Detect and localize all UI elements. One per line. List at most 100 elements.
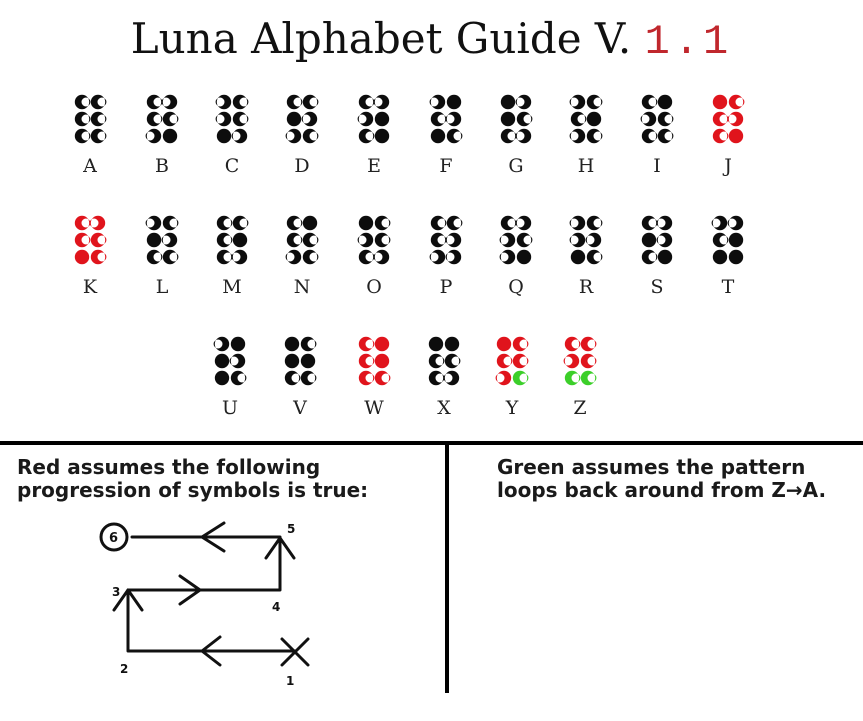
glyph-dot: [374, 215, 391, 231]
glyph-dot: [213, 336, 230, 352]
glyph-dot: [162, 111, 179, 127]
green-note: Green assumes the pattern loops back aro…: [497, 455, 827, 502]
glyph-x: [428, 336, 461, 386]
glyph-j: [712, 94, 745, 144]
glyph-dot: [284, 336, 300, 352]
glyph-dot: [162, 215, 179, 231]
title-text: Luna Alphabet Guide V.: [130, 14, 632, 63]
glyph-dot: [570, 249, 586, 265]
letter-label: N: [294, 276, 311, 298]
glyph-dot: [430, 215, 447, 231]
glyph-dot: [162, 249, 179, 265]
glyph-dot: [284, 353, 300, 369]
glyph-dot: [570, 111, 587, 127]
letter-label: M: [222, 276, 241, 298]
glyph-b: [145, 94, 179, 144]
glyph-dot: [285, 128, 302, 144]
glyph-k: [74, 215, 107, 265]
letter-label: U: [222, 397, 238, 419]
glyph-dot: [74, 249, 90, 265]
glyph-dot: [586, 128, 603, 144]
glyph-dot: [302, 215, 318, 231]
glyph-dot: [586, 111, 602, 127]
glyph-i: [640, 94, 674, 144]
letter-label: D: [294, 155, 309, 177]
letter-label: X: [437, 397, 451, 419]
glyph-dot: [146, 249, 163, 265]
horizontal-divider: [0, 441, 863, 445]
letter-label: T: [722, 276, 735, 298]
glyph-n: [285, 215, 319, 265]
letter-label: B: [155, 155, 169, 177]
glyph-dot: [74, 215, 91, 231]
glyph-dot: [496, 353, 513, 369]
letter-label: V: [292, 397, 307, 419]
glyph-dot: [90, 111, 107, 127]
glyph-dot: [515, 128, 532, 144]
glyph-dot: [641, 232, 657, 248]
glyph-dot: [286, 232, 303, 248]
glyph-dot: [445, 111, 462, 127]
glyph-dot: [216, 215, 233, 231]
glyph-dot: [728, 232, 744, 248]
glyph-p: [429, 215, 463, 265]
glyph-dot: [641, 128, 658, 144]
glyph-dot: [357, 111, 374, 127]
glyph-dot: [512, 336, 529, 352]
glyph-dot: [515, 215, 532, 231]
glyph-dot: [641, 249, 658, 265]
glyph-dot: [285, 249, 302, 265]
letter-label: K: [83, 276, 98, 298]
title-version: 1.1: [644, 18, 733, 66]
glyph-dot: [569, 215, 586, 231]
glyph-dot: [161, 94, 178, 110]
arrow-left-top: [200, 521, 226, 553]
glyph-dot: [286, 94, 303, 110]
label-2: 2: [120, 662, 128, 676]
glyph-dot: [146, 94, 163, 110]
glyph-dot: [657, 249, 673, 265]
red-note: Red assumes the following progression of…: [17, 455, 369, 502]
letter-label: I: [653, 155, 661, 177]
glyph-dot: [374, 128, 390, 144]
letter-label: R: [579, 276, 594, 298]
letter-label: Z: [573, 397, 586, 419]
letter-label: G: [508, 155, 523, 177]
glyph-dot: [74, 128, 91, 144]
glyph-w: [358, 336, 391, 386]
glyph-dot: [580, 370, 597, 386]
glyph-dot: [446, 94, 462, 110]
glyph-dot: [284, 370, 301, 386]
glyph-e: [357, 94, 390, 144]
glyph-dot: [216, 232, 233, 248]
glyph-o: [357, 215, 391, 265]
glyph-z: [563, 336, 597, 386]
label-4: 4: [272, 600, 280, 614]
glyph-dot: [728, 128, 744, 144]
glyph-dot: [641, 94, 658, 110]
glyph-dot: [563, 353, 580, 369]
glyph-dot: [216, 128, 232, 144]
glyph-dot: [358, 336, 375, 352]
glyph-dot: [640, 111, 657, 127]
glyph-dot: [90, 249, 107, 265]
glyph-dot: [358, 249, 375, 265]
letter-label: O: [366, 276, 382, 298]
glyph-dot: [162, 128, 178, 144]
label-5: 5: [287, 522, 295, 536]
glyph-dot: [358, 353, 375, 369]
label-3: 3: [112, 585, 120, 599]
glyph-dot: [657, 111, 674, 127]
glyph-dot: [728, 94, 745, 110]
glyph-dot: [300, 336, 317, 352]
glyph-dot: [586, 215, 603, 231]
glyph-dot: [232, 94, 249, 110]
page-title: Luna Alphabet Guide V. 1.1: [0, 14, 863, 66]
glyph-dot: [374, 353, 390, 369]
glyph-f: [429, 94, 463, 144]
glyph-dot: [232, 215, 249, 231]
glyph-s: [641, 215, 673, 265]
glyph-dot: [444, 336, 460, 352]
glyph-dot: [430, 128, 446, 144]
glyph-dot: [712, 111, 729, 127]
